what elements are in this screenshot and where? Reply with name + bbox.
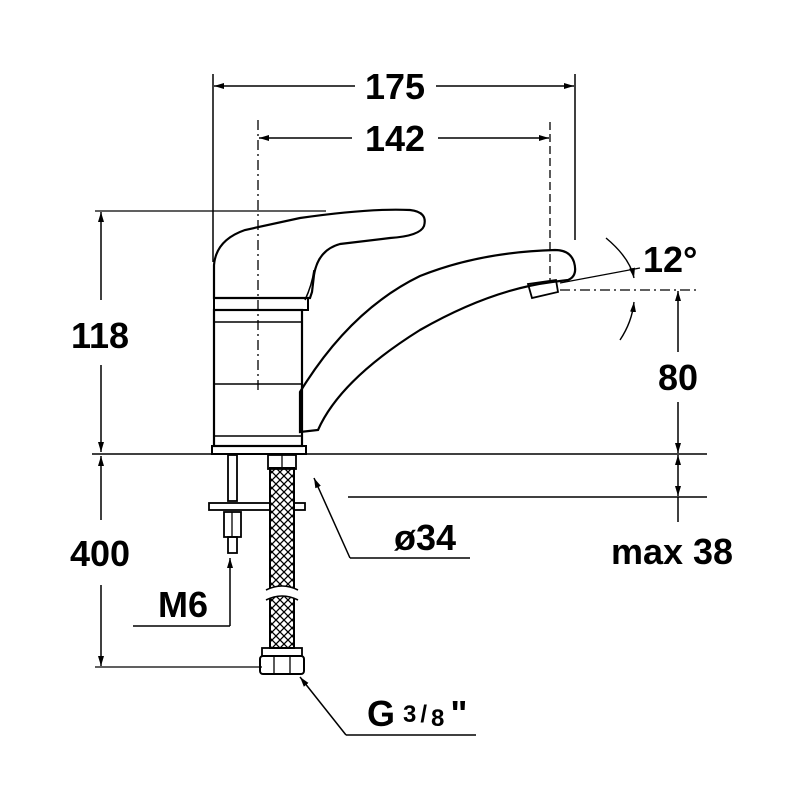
fixing-plate: [208, 502, 306, 511]
spout: [298, 248, 577, 434]
hose-break-upper: [265, 585, 299, 591]
dim-142-label: 142: [365, 118, 425, 159]
angle-arc-lower: [619, 301, 636, 341]
connector-slash: /: [420, 701, 427, 728]
threaded-stud: [227, 454, 238, 502]
dim-400-label: 400: [70, 533, 130, 574]
flexible-hose: [259, 454, 305, 675]
base-plate: [211, 445, 307, 455]
mounting-hardware: [208, 454, 306, 554]
lever-handle: [212, 208, 426, 300]
connector-label: G 3 / 8 ": [367, 693, 467, 734]
dim-max-38: max 38: [611, 455, 733, 572]
leader-diameter: ø34: [313, 477, 470, 559]
connector-suffix: ": [450, 693, 467, 734]
connector-prefix: G: [367, 693, 395, 734]
connector-denominator: 8: [431, 705, 444, 732]
stud-tail: [227, 536, 238, 554]
body-cylinder: [212, 308, 304, 448]
angle-leg: [559, 267, 641, 284]
dim-max-38-label: max 38: [611, 531, 733, 572]
connector-collar: [261, 647, 303, 657]
hex-nut: [259, 655, 305, 675]
hose-break-lower: [265, 595, 299, 601]
m6-label: M6: [158, 584, 208, 625]
dim-118-label: 118: [71, 315, 129, 356]
leader-m6: M6: [133, 558, 233, 627]
leader-connector: G 3 / 8 ": [299, 676, 476, 736]
dim-142: 142: [257, 118, 551, 390]
hose-braid: [269, 467, 295, 649]
faucet: [211, 208, 577, 455]
dim-400: 400: [70, 456, 262, 668]
cap-band: [213, 297, 309, 311]
dim-175-label: 175: [365, 66, 425, 107]
connector-numerator: 3: [403, 701, 416, 728]
dim-175: 175: [212, 66, 576, 262]
dim-118: 118: [71, 210, 326, 452]
dim-angle-label: 12°: [643, 239, 697, 280]
aerator: [526, 278, 560, 300]
dim-80-label: 80: [658, 357, 698, 398]
dim-angle-12: 12°: [559, 237, 697, 341]
angle-arc-upper: [605, 237, 635, 279]
leader-line-slant: [299, 676, 347, 736]
leader-line-slant: [313, 477, 351, 559]
diameter-label: ø34: [394, 517, 456, 558]
dim-80: 80: [560, 289, 700, 453]
